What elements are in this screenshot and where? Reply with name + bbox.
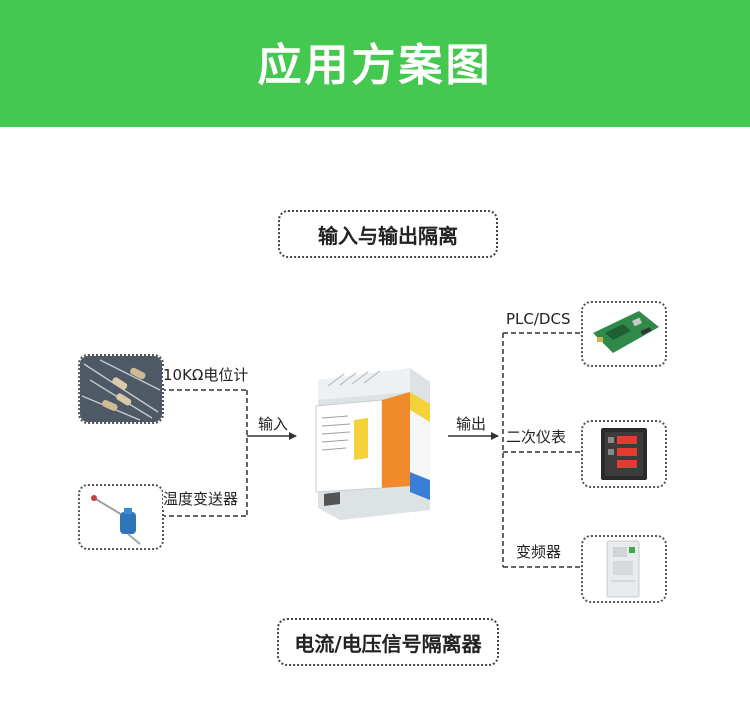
input-arrow-label: 输入 <box>258 415 289 433</box>
output-arrow-label: 输出 <box>456 415 487 433</box>
resistor-icon <box>78 354 164 424</box>
output-label-meter: 二次仪表 <box>506 428 567 446</box>
temperature-probe-icon <box>78 484 164 550</box>
isolation-label: 输入与输出隔离 <box>278 210 498 258</box>
isolator-name-label: 电流/电压信号隔离器 <box>277 618 499 666</box>
header-banner: 应用方案图 <box>0 0 750 127</box>
input-label-temp-transmitter: 温度变送器 <box>163 490 239 508</box>
din-rail-isolator-icon <box>315 368 430 520</box>
input-label-potentiometer: 10KΩ电位计 <box>163 366 249 384</box>
output-label-inverter: 变频器 <box>516 543 562 561</box>
output-label-plc: PLC/DCS <box>506 310 571 328</box>
inverter-icon <box>581 535 667 603</box>
page-title: 应用方案图 <box>257 39 493 91</box>
pcb-board-icon <box>581 301 667 367</box>
panel-meter-icon <box>581 420 667 488</box>
